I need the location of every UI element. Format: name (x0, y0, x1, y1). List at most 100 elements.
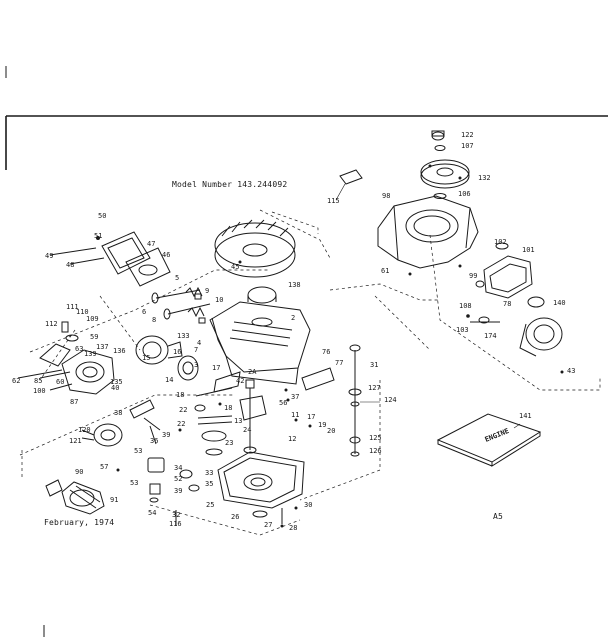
part-number-label: 90 (75, 468, 83, 476)
part-number-label: 45 (231, 263, 239, 271)
part-number-label: 43 (567, 367, 575, 375)
starter-pulley (420, 130, 470, 199)
part-number-label: 137 (96, 343, 109, 351)
part-number-label: 138 (288, 281, 301, 289)
part-number-label: 133 (177, 332, 190, 340)
part-number-label: 31 (370, 361, 378, 369)
part-number-label: 78 (503, 300, 511, 308)
valve-assembly (151, 286, 211, 324)
part-number-label: 37 (291, 393, 299, 401)
part-number-label: 57 (100, 463, 108, 471)
part-number-label: 25 (206, 501, 214, 509)
part-number-label: 32 (172, 511, 180, 519)
part-number-label: 85 (34, 377, 42, 385)
muffler (45, 479, 105, 515)
carburetor (17, 321, 115, 395)
part-number-label: 174 (484, 332, 497, 340)
part-number-label: 49 (45, 252, 53, 260)
part-number-label: 120 (78, 426, 91, 434)
part-number-label: 121 (69, 437, 82, 445)
part-number-label: 14 (165, 376, 173, 384)
flywheel (214, 219, 296, 304)
part-number-label: 47 (147, 240, 155, 248)
part-number-label: 17 (307, 413, 315, 421)
part-number-label: 112 (45, 320, 58, 328)
part-number-label: 61 (381, 267, 389, 275)
part-number-label: 109 (86, 315, 99, 323)
part-number-label: 99 (469, 272, 477, 280)
part-number-label: 2 (291, 314, 295, 322)
part-number-label: 125 (369, 434, 382, 442)
date-caption: February, 1974 (44, 518, 115, 527)
part-number-label: 63 (75, 345, 83, 353)
part-number-label: 54 (148, 509, 156, 517)
part-number-label: 56 (279, 399, 287, 407)
part-number-label: 7 (194, 346, 198, 354)
fasteners (116, 260, 564, 528)
part-number-label: 40 (111, 384, 119, 392)
part-number-label: 12 (288, 435, 296, 443)
part-number-label: 2A (248, 368, 257, 376)
part-number-label: 124 (384, 396, 397, 404)
part-number-label: 51 (94, 232, 102, 240)
part-number-label: 122 (461, 131, 474, 139)
part-number-label: 52 (174, 475, 182, 483)
part-number-labels: 1221071321061159850475149484610210161451… (12, 131, 575, 532)
part-number-label: 136 (113, 347, 126, 355)
part-number-label: 46 (162, 251, 170, 259)
part-number-label: 11 (291, 411, 299, 419)
breaker-points (129, 399, 200, 526)
part-number-label: 140 (553, 299, 566, 307)
part-number-label: 103 (456, 326, 469, 334)
fuel-pump (135, 335, 199, 381)
part-number-label: 77 (335, 359, 343, 367)
rewind-starter (466, 296, 563, 357)
part-number-label: 91 (110, 496, 118, 504)
part-number-label: 16 (173, 348, 181, 356)
part-number-label: 101 (522, 246, 535, 254)
part-number-label: 26 (231, 513, 239, 521)
part-number-label: 18 (224, 404, 232, 412)
part-number-label: 35 (205, 480, 213, 488)
part-number-label: 9 (205, 287, 209, 295)
part-number-label: 108 (459, 302, 472, 310)
part-number-label: 62 (12, 377, 20, 385)
part-number-label: 87 (70, 398, 78, 406)
part-number-label: 27 (264, 521, 272, 529)
part-number-label: 107 (461, 142, 474, 150)
part-number-label: 39 (174, 487, 182, 495)
crankshaft (197, 379, 267, 456)
part-number-label: 106 (458, 190, 471, 198)
part-number-label: 48 (66, 261, 74, 269)
part-number-label: 15 (142, 354, 150, 362)
part-number-label: 126 (369, 447, 382, 455)
screen-tag (335, 169, 363, 201)
part-number-label: 36 (150, 437, 158, 445)
part-number-label: 53 (130, 479, 138, 487)
part-number-label: 127 (368, 384, 381, 392)
part-number-label: 38 (114, 409, 122, 417)
part-number-label: 53 (134, 447, 142, 455)
part-number-label: 34 (174, 464, 182, 472)
blower-housing (377, 195, 479, 269)
oil-fill-tube (348, 344, 380, 457)
model-number-caption: Model Number 143.244092 (172, 180, 288, 189)
part-number-label: 60 (56, 378, 64, 386)
assembly-guide-lines (19, 209, 601, 536)
cylinder-head (49, 231, 171, 287)
muffler-right (475, 242, 533, 299)
connecting-rod (194, 371, 241, 412)
part-number-label: 4 (197, 339, 201, 347)
part-number-label: 23 (225, 439, 233, 447)
part-number-label: 6 (142, 308, 146, 316)
part-number-label: 116 (169, 520, 182, 528)
part-number-label: 30 (304, 501, 312, 509)
part-number-label: 50 (98, 212, 106, 220)
part-number-label: 100 (33, 387, 46, 395)
sheet-code: A5 (493, 512, 504, 521)
part-number-label: 24 (243, 426, 251, 434)
part-number-label: 18 (176, 391, 184, 399)
